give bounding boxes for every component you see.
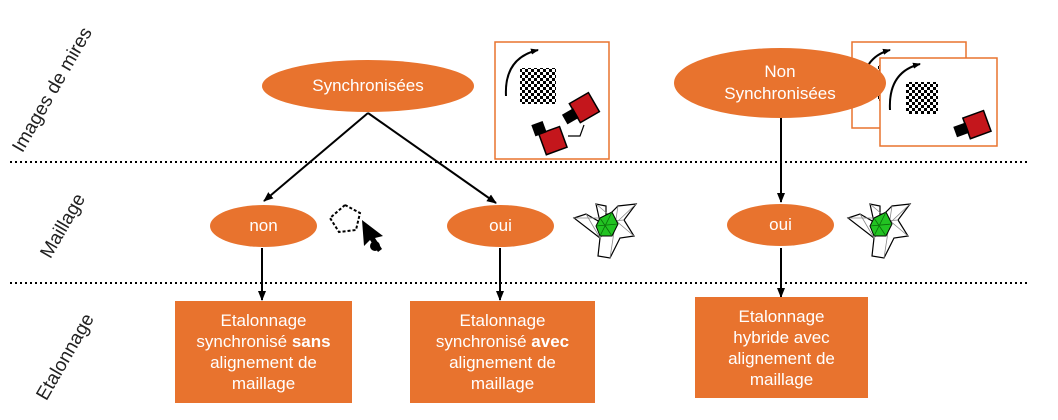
result-line: synchronisé sans (196, 332, 331, 351)
result-line: Etalonnage (738, 306, 825, 326)
node-oui-label: oui (489, 216, 512, 235)
result-line: hybride avec (733, 327, 830, 347)
camera-icon (531, 121, 568, 156)
plane-mesh-icon (572, 203, 638, 259)
result-line: synchronisé avec (435, 332, 570, 351)
emphasis-avec: avec (531, 332, 570, 351)
node-nonsync-line2: Synchronisées (724, 84, 836, 103)
result-sync-sans: Etalonnage synchronisé sans alignement d… (175, 301, 352, 403)
camera-icon (953, 109, 992, 140)
result-line: Etalonnage (220, 311, 307, 330)
calibration-target-icon (520, 68, 556, 104)
result-line: Etalonnage (459, 311, 546, 330)
node-nonsync-line1: Non (764, 62, 796, 81)
result-line: maillage (231, 374, 296, 393)
sync-capture-image (494, 41, 610, 160)
calibration-target-icon (906, 82, 938, 114)
arrow-sync-to-oui (367, 112, 497, 204)
result-hybride: Etalonnage hybride avec alignement de ma… (695, 297, 868, 398)
emphasis-sans: sans (291, 332, 331, 351)
result-line: maillage (749, 369, 814, 389)
node-synchronisees: Synchronisées (262, 60, 474, 112)
node-synchronisees-label: Synchronisées (312, 76, 424, 95)
node-oui: oui (447, 205, 554, 247)
node-oui-hybrid: oui (727, 204, 834, 246)
result-line: alignement de (210, 353, 317, 372)
node-non-synchronisees: Non Synchronisées (674, 48, 886, 118)
plane-mesh-icon (846, 203, 912, 259)
arrow-sync-to-non (263, 112, 369, 202)
selection-cursor-icon (328, 203, 383, 252)
rotation-arrow-icon (888, 62, 921, 111)
camera-icon (561, 91, 601, 125)
result-line: alignement de (728, 348, 835, 368)
result-sync-avec: Etalonnage synchronisé avec alignement d… (410, 301, 595, 403)
node-non: non (210, 205, 317, 247)
rotation-arrow-icon (504, 48, 539, 97)
result-line: maillage (470, 374, 535, 393)
node-oui-hybrid-label: oui (769, 215, 792, 234)
node-non-label: non (249, 216, 278, 235)
result-line: alignement de (449, 353, 556, 372)
